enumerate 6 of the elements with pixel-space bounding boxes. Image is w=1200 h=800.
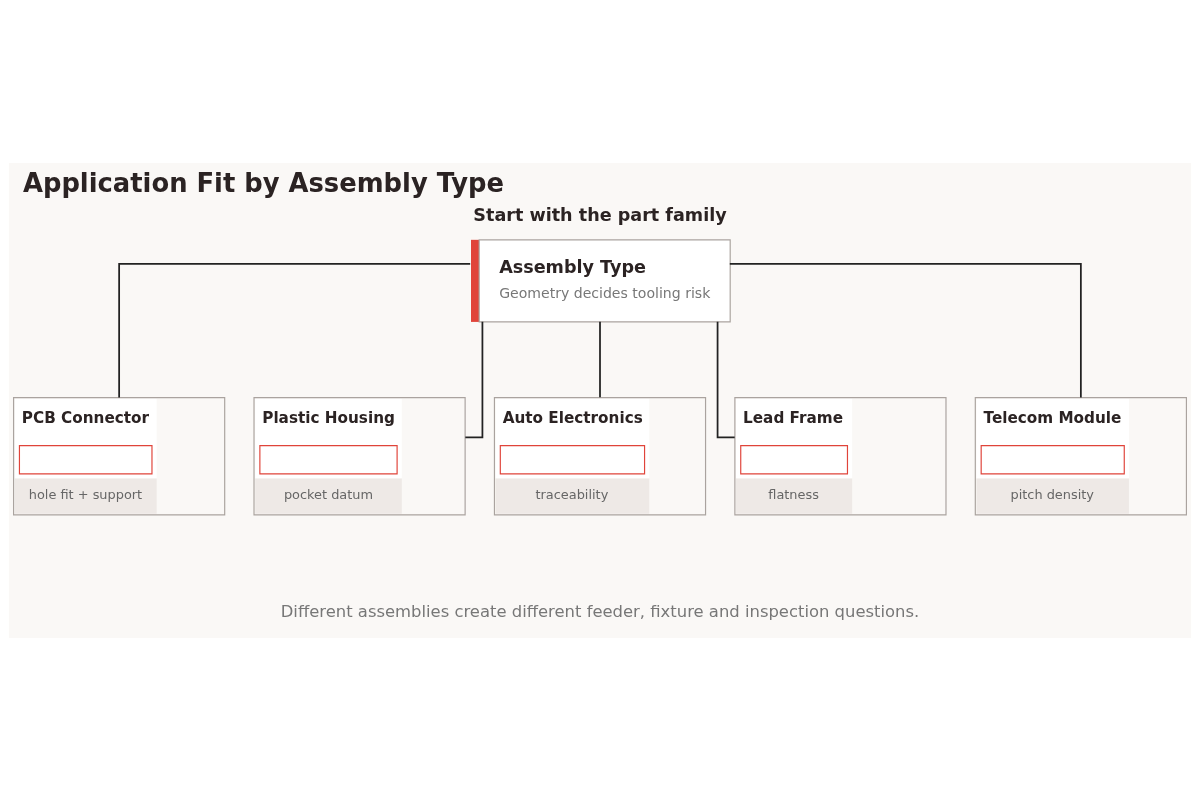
diagram-title: Application Fit by Assembly Type: [22, 167, 505, 198]
connector: [599, 320, 601, 398]
connector: [728, 262, 1082, 398]
connector: [118, 262, 472, 398]
caption: Different assemblies create different feeder, fixture and inspection questions.: [280, 601, 920, 621]
node-label: Start with the part family: [473, 204, 727, 225]
